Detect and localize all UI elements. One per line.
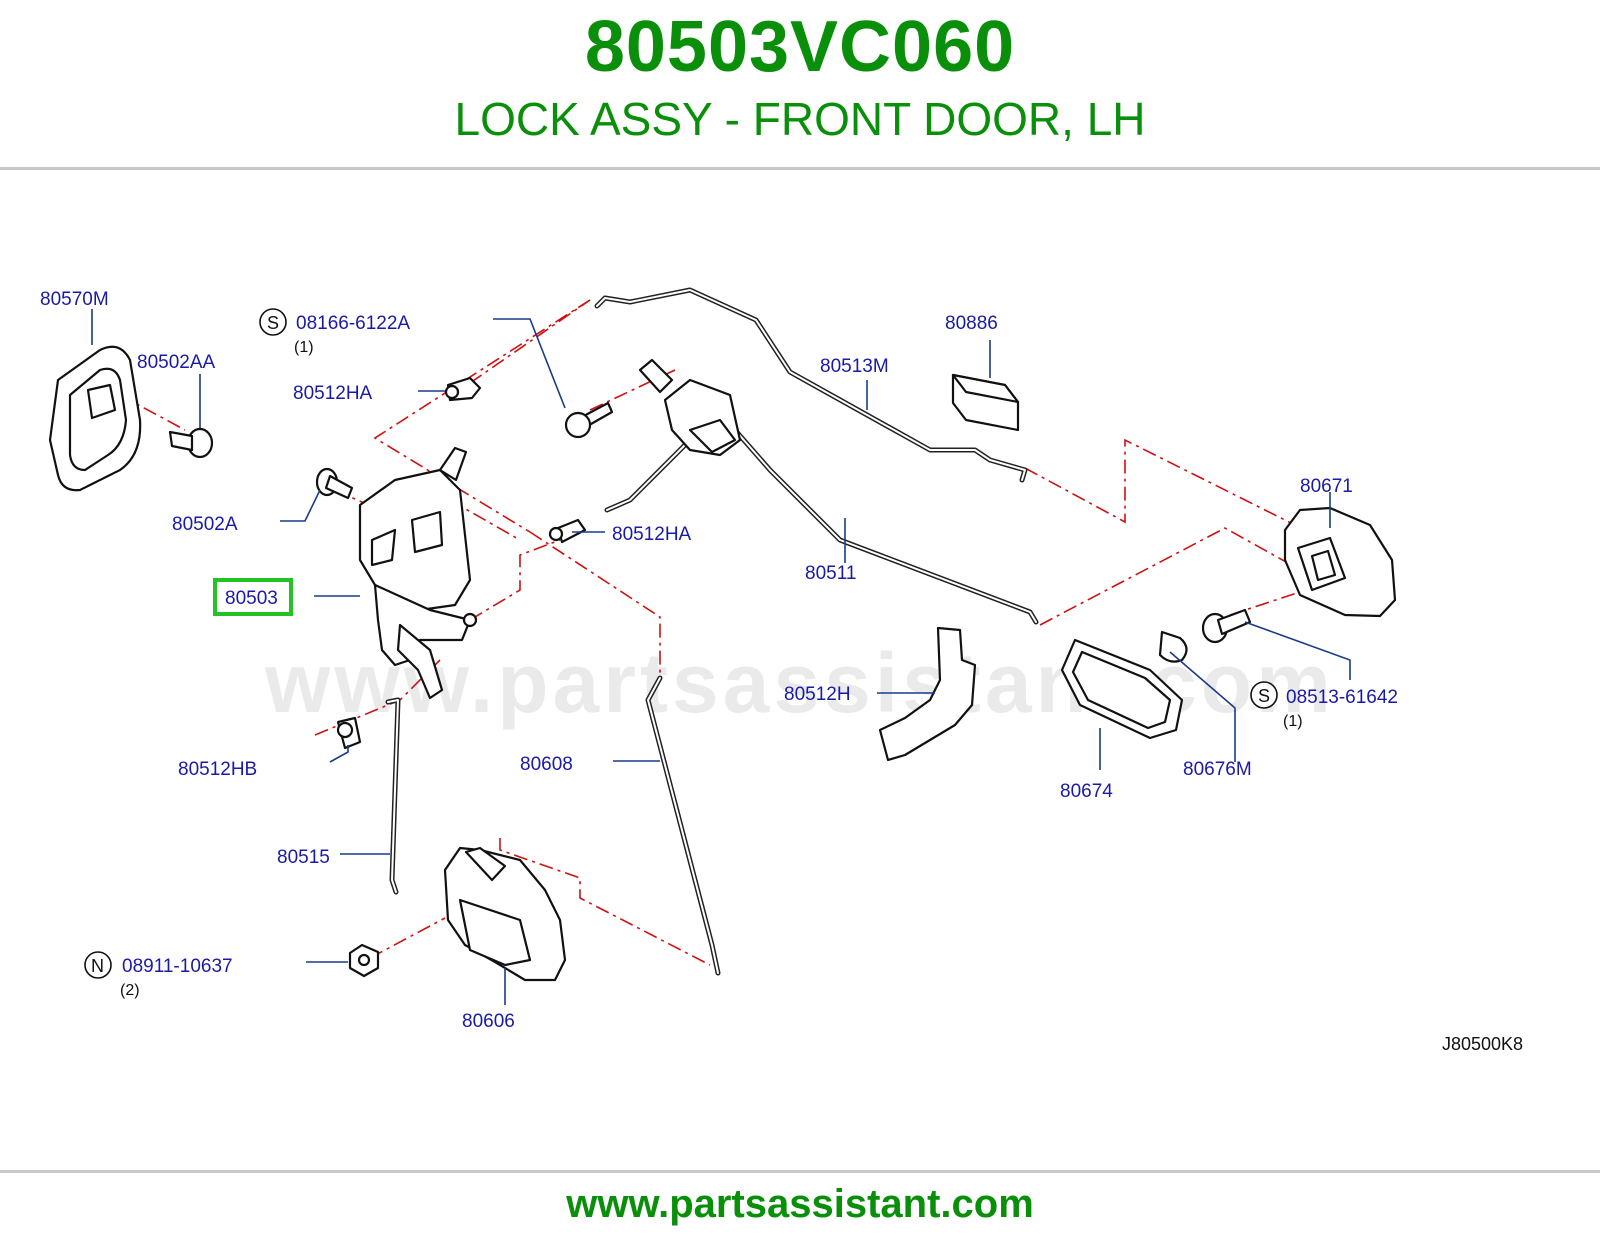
part-80570M-cover: [48, 345, 142, 492]
part-labels: 80570M 80502AA S 08166-6122A (1) 80512HA…: [40, 289, 1523, 1054]
label-80512HA-mid: 80512HA: [612, 524, 692, 545]
part-lock-linkage: [638, 358, 742, 457]
label-80512HB: 80512HB: [178, 759, 257, 780]
part-80502A-pin: [315, 467, 354, 500]
label-08911-symbol: N: [91, 956, 104, 976]
label-08911-qty: (2): [120, 982, 140, 999]
label-08166-symbol: S: [267, 313, 279, 333]
part-80512H-holder: [878, 626, 977, 762]
label-08166-6122A: 08166-6122A: [296, 313, 410, 334]
label-80570M: 80570M: [40, 289, 109, 310]
footer-website-link[interactable]: www.partsassistant.com: [566, 1182, 1034, 1226]
label-80886: 80886: [945, 313, 998, 334]
header-divider: [0, 167, 1600, 170]
symbol-circle-n: [84, 951, 112, 979]
part-80886-pad: [951, 373, 1020, 432]
label-80676M: 80676M: [1183, 759, 1252, 780]
label-80503: 80503: [225, 588, 278, 609]
symbol-circle-s: [259, 308, 287, 336]
symbol-circle-s2: [1250, 681, 1278, 709]
label-80674: 80674: [1060, 781, 1113, 802]
part-80503-lock-body: [358, 446, 478, 700]
part-08513-screw: [1201, 608, 1252, 644]
part-08911-nut: [348, 943, 380, 978]
part-80512HA-top-clip: [444, 376, 482, 402]
label-80606: 80606: [462, 1011, 515, 1032]
part-80676M-cap: [1158, 630, 1188, 663]
footer-divider: [0, 1170, 1600, 1173]
label-80671: 80671: [1300, 476, 1353, 497]
label-80511: 80511: [805, 563, 856, 584]
label-80502A: 80502A: [172, 514, 238, 535]
label-80512H: 80512H: [784, 684, 851, 705]
part-80502AA-screw: [168, 427, 214, 459]
part-80512HB-clip: [336, 716, 362, 750]
part-number-title: 80503VC060: [584, 7, 1016, 87]
diagram-code: J80500K8: [1442, 1034, 1523, 1054]
label-08166-qty: (1): [294, 339, 314, 356]
label-80513M: 80513M: [820, 356, 889, 377]
label-08513-symbol: S: [1258, 686, 1270, 706]
label-80515: 80515: [277, 847, 330, 868]
part-80671-inside-handle: [1283, 506, 1397, 618]
leader-lines: [91, 309, 1351, 1005]
label-08513-qty: (1): [1283, 713, 1303, 730]
label-80512HA-top: 80512HA: [293, 383, 373, 404]
header: 80503VC060 LOCK ASSY - FRONT DOOR, LH: [0, 0, 1600, 170]
part-80606-outside-handle: [443, 846, 567, 982]
part-80674-escutcheon: [1060, 638, 1184, 740]
part-description: LOCK ASSY - FRONT DOOR, LH: [454, 93, 1146, 145]
label-08513-61642: 08513-61642: [1286, 687, 1398, 708]
label-08911-10637: 08911-10637: [122, 956, 233, 977]
part-08166-bolt: [564, 401, 614, 439]
label-80502AA: 80502AA: [137, 352, 216, 373]
part-80512HA-mid-clip: [548, 518, 587, 544]
highlight-box-80503: [213, 578, 293, 616]
label-80608: 80608: [520, 754, 573, 775]
